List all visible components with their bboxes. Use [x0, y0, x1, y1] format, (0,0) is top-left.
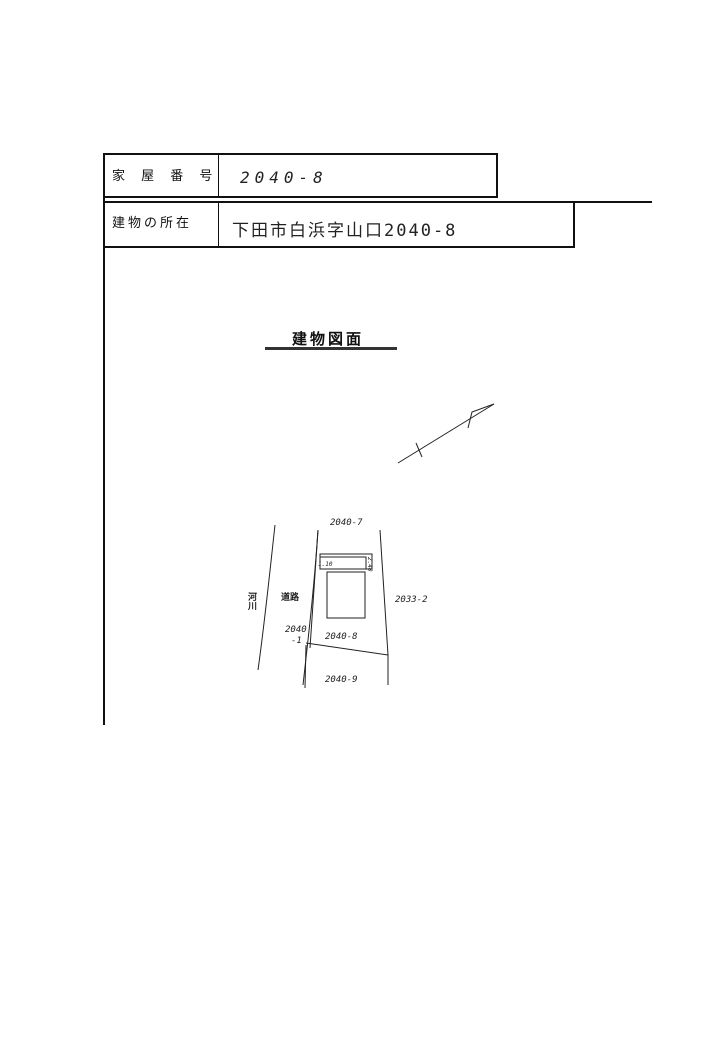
dimension-height-label: 2.40 — [366, 557, 373, 572]
road-label: 道路 — [281, 593, 300, 603]
location-value: 下田市白浜字山口2040-8 — [232, 221, 458, 241]
house-number-row — [103, 153, 498, 198]
house-number-divider — [218, 153, 219, 198]
house-number-value: 2040-8 — [240, 168, 328, 187]
north-arrow-icon — [397, 403, 495, 464]
house-number-label: 家 屋 番 号 — [112, 169, 219, 184]
location-divider — [218, 201, 219, 248]
drawing-title-underline — [265, 347, 397, 350]
east-lot-label: 2033-2 — [395, 595, 428, 605]
location-top-line — [103, 201, 652, 203]
drawing-title: 建物図面 — [292, 330, 365, 348]
west-lot-label-line1: 2040 — [285, 625, 307, 635]
south-lot-label: 2040-9 — [325, 675, 358, 685]
location-row — [103, 201, 575, 248]
river-label: 河川 — [246, 592, 256, 610]
subject-lot-label: 2040-8 — [325, 632, 358, 642]
dimension-width-label: 1.10 — [318, 561, 333, 568]
location-label: 建物の所在 — [112, 216, 193, 231]
site-plan-drawing — [257, 524, 389, 689]
north-lot-label: 2040-7 — [330, 518, 363, 528]
form-left-border — [103, 153, 105, 725]
west-lot-label-line2: -1 — [291, 636, 302, 646]
